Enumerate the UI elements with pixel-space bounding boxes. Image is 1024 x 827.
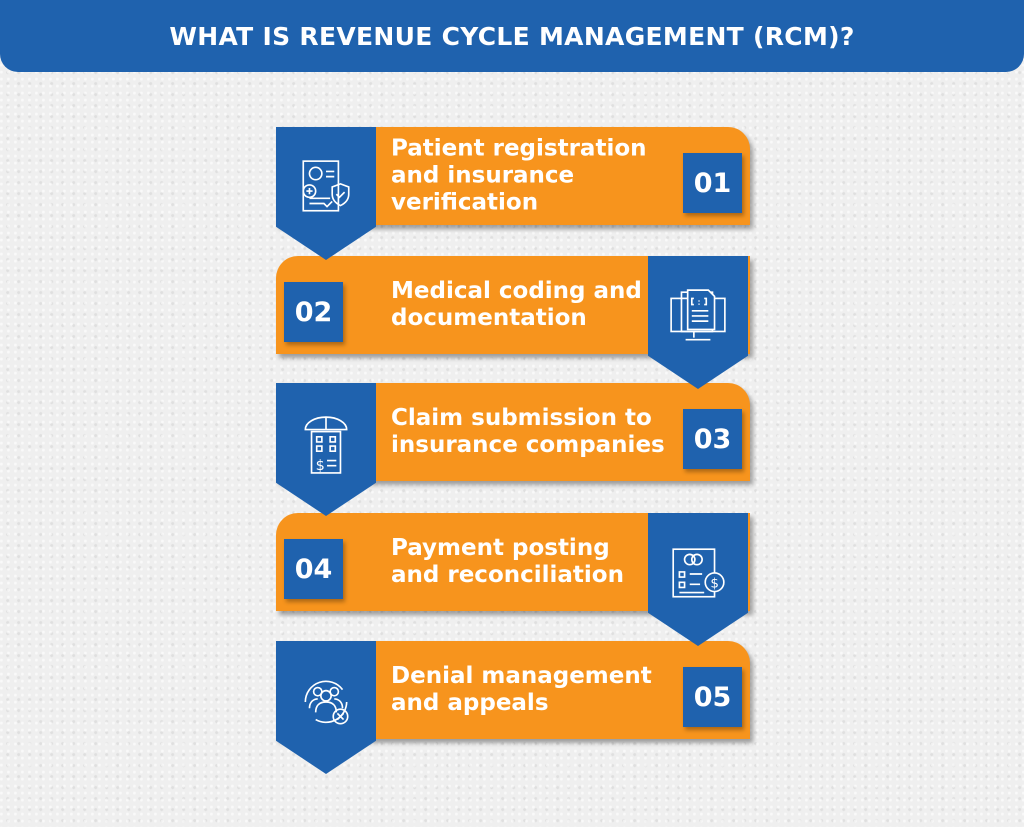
group-denied-icon xyxy=(304,680,349,725)
step-label: Medical coding and documentation xyxy=(391,278,642,331)
step-label: Payment posting and reconciliation xyxy=(391,535,624,588)
step-4: 04 Payment posting and reconciliation $ xyxy=(276,513,750,646)
svg-text:$: $ xyxy=(710,576,719,591)
step-3: $ Claim submission to insurance companie… xyxy=(276,383,750,516)
step-number: 03 xyxy=(683,409,742,469)
step-number: 01 xyxy=(683,153,742,213)
step-4-tab: $ xyxy=(648,513,748,646)
step-label: Claim submission to insurance companies xyxy=(391,405,665,458)
step-number: 02 xyxy=(284,282,343,342)
step-5: Denial management and appeals 05 xyxy=(276,641,750,774)
page-title: WHAT IS REVENUE CYCLE MANAGEMENT (RCM)? xyxy=(0,0,1024,72)
step-label: Denial management and appeals xyxy=(391,663,652,716)
step-number: 04 xyxy=(284,539,343,599)
step-number: 05 xyxy=(683,667,742,727)
patient-record-shield-icon xyxy=(302,160,350,212)
step-1-tab xyxy=(276,127,376,260)
umbrella-building-invoice-icon: $ xyxy=(304,416,348,474)
step-2-tab xyxy=(648,256,748,389)
payment-checklist-icon: $ xyxy=(672,548,725,598)
step-3-tab: $ xyxy=(276,383,376,516)
step-2: 02 Medical coding and documentation xyxy=(276,256,750,389)
code-document-monitor-icon xyxy=(670,289,726,341)
step-label: Patient registration and insurance verif… xyxy=(391,135,647,216)
step-1: Patient registration and insurance verif… xyxy=(276,127,750,260)
step-5-tab xyxy=(276,641,376,774)
svg-text:$: $ xyxy=(316,458,325,474)
